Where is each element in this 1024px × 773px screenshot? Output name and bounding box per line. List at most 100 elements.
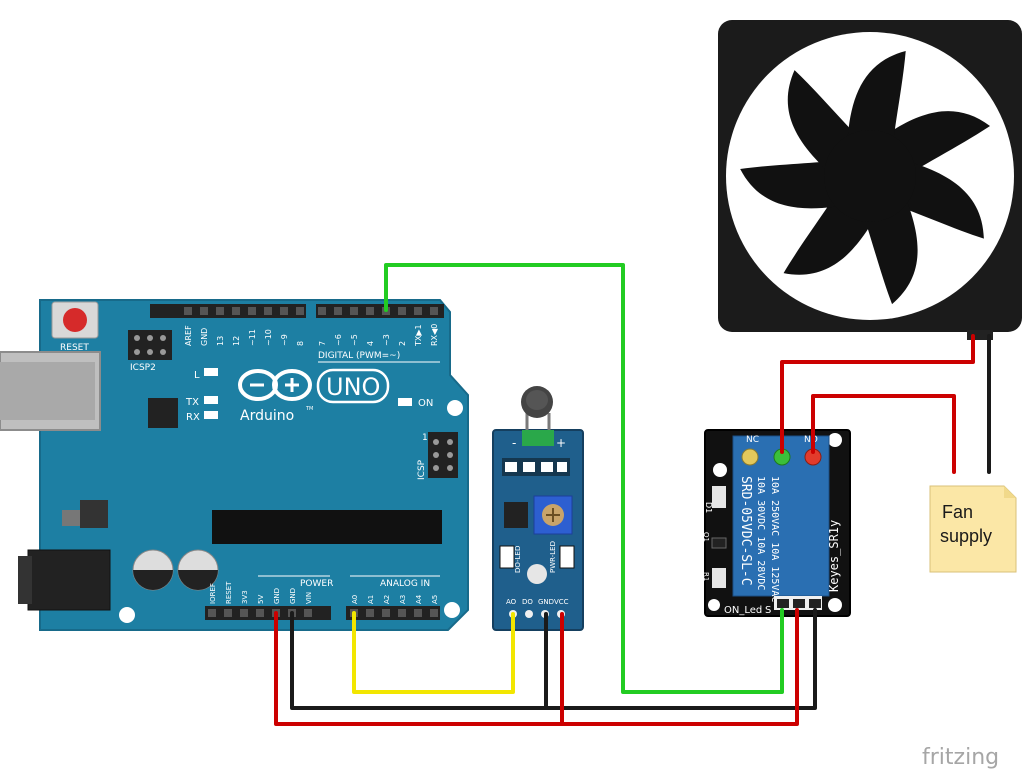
on-led xyxy=(398,398,412,406)
sensor-pin-label: VCC xyxy=(554,598,569,606)
digital-pin-label: ~9 xyxy=(280,334,289,346)
digital-label: DIGITAL (PWM=~) xyxy=(318,351,400,361)
wire-red-fan-to-relay-nc xyxy=(780,334,975,454)
relay-r1-label: R1 xyxy=(702,572,710,581)
relay-input-header xyxy=(774,596,822,610)
icsp-one-label: 1 xyxy=(422,433,428,443)
comparator-chip xyxy=(504,502,528,528)
digital-pin-hole[interactable] xyxy=(216,307,224,315)
uno-model-label: UNO xyxy=(326,373,380,401)
potentiometer-icon[interactable] xyxy=(533,495,573,535)
do-led-label: DO-LED xyxy=(514,546,522,573)
digital-pin-label: 13 xyxy=(216,336,225,346)
analog-pin-label: A5 xyxy=(431,595,439,604)
icsp-label: ICSP xyxy=(417,459,427,480)
sensor-probe-terminal xyxy=(522,430,554,446)
digital-pin-label: ~3 xyxy=(382,334,391,346)
power-pin-hole[interactable] xyxy=(208,609,216,617)
digital-pin-label: TX▶1 xyxy=(414,324,423,347)
digital-pin-label: 2 xyxy=(398,341,407,346)
power-header xyxy=(205,606,331,620)
analog-pin-label: A3 xyxy=(399,595,407,604)
reset-label: RESET xyxy=(60,343,89,353)
sensor-pin-label: GND xyxy=(538,598,554,606)
analog-pin-hole[interactable] xyxy=(430,609,438,617)
digital-pin-hole[interactable] xyxy=(248,307,256,315)
reset-button[interactable] xyxy=(51,301,99,339)
sensor-pin-label: AO xyxy=(506,598,517,606)
voltage-regulator xyxy=(62,500,108,528)
analog-label: ANALOG IN xyxy=(380,579,430,589)
fan-supply-line-2: supply xyxy=(940,526,992,546)
capacitor-2 xyxy=(177,549,219,591)
digital-pin-hole[interactable] xyxy=(350,307,358,315)
wire-black-gnd-relay xyxy=(544,608,817,710)
digital-pin-label: 12 xyxy=(232,336,241,346)
sensor-do-led xyxy=(499,545,515,569)
power-pin-hole[interactable] xyxy=(256,609,264,617)
tx-led xyxy=(204,396,218,404)
analog-pin-label: A2 xyxy=(383,595,391,604)
wires xyxy=(274,263,991,726)
relay-module: NC NO 10A 250VAC 10A 125VAC 10A 30VDC 10… xyxy=(702,429,851,617)
relay-resistor xyxy=(712,568,726,588)
relay-no-label: NO xyxy=(804,435,818,445)
digital-pin-hole[interactable] xyxy=(398,307,406,315)
l-led xyxy=(204,368,218,376)
digital-pin-hole[interactable] xyxy=(366,307,374,315)
analog-pin-hole[interactable] xyxy=(382,609,390,617)
relay-s-label: S xyxy=(765,605,771,616)
digital-pin-hole[interactable] xyxy=(296,307,304,315)
analog-pin-hole[interactable] xyxy=(398,609,406,617)
relay-spec-line-1: 10A 250VAC 10A 125VAC xyxy=(769,476,780,602)
analog-pin-hole[interactable] xyxy=(366,609,374,617)
digital-pin-hole[interactable] xyxy=(318,307,326,315)
uno-badge xyxy=(316,368,390,404)
rx-led xyxy=(204,411,218,419)
capacitor-1 xyxy=(132,549,174,591)
relay-brand-label: Keyes_SR1y xyxy=(827,520,841,592)
usb-connector-icon xyxy=(0,351,101,431)
sensor-pin-hole[interactable] xyxy=(525,610,533,618)
digital-pin-hole[interactable] xyxy=(200,307,208,315)
relay-spec-line-2: 10A 30VDC 10A 28VDC xyxy=(755,476,766,590)
thermistor-icon xyxy=(521,386,553,440)
sensor-pin-label: DO xyxy=(522,598,533,606)
icsp2-label: ICSP2 xyxy=(130,363,156,373)
dc-jack-icon xyxy=(18,549,111,611)
digital-pin-hole[interactable] xyxy=(414,307,422,315)
power-pin-label: GND xyxy=(273,588,281,604)
digital-pin-hole[interactable] xyxy=(280,307,288,315)
rx-label: RX xyxy=(186,412,200,423)
digital-pin-label: ~11 xyxy=(248,329,257,346)
pwr-led-label: PWR-LED xyxy=(549,541,557,573)
digital-pin-label: GND xyxy=(200,328,209,346)
arduino-brand-label: Arduino xyxy=(240,408,294,424)
digital-pin-label: 8 xyxy=(296,341,305,346)
relay-on-led-label: ON_Led xyxy=(724,605,762,616)
digital-pin-hole[interactable] xyxy=(264,307,272,315)
digital-pin-label: ~5 xyxy=(350,334,359,346)
relay-d1-label: D1 xyxy=(704,502,713,513)
digital-pin-hole[interactable] xyxy=(334,307,342,315)
analog-pin-label: A1 xyxy=(367,595,375,604)
analog-pin-hole[interactable] xyxy=(414,609,422,617)
sensor-plus-label: + xyxy=(556,436,566,450)
trademark-label: TM xyxy=(305,406,313,412)
power-pin-hole[interactable] xyxy=(304,609,312,617)
digital-pin-hole[interactable] xyxy=(430,307,438,315)
power-pin-hole[interactable] xyxy=(240,609,248,617)
sensor-mount-hole xyxy=(527,564,547,584)
sensor-minus-label: - xyxy=(512,436,516,450)
analog-header xyxy=(346,606,440,620)
fritzing-watermark: fritzing xyxy=(922,745,999,770)
digital-pin-hole[interactable] xyxy=(184,307,192,315)
digital-pin-hole[interactable] xyxy=(232,307,240,315)
power-pin-hole[interactable] xyxy=(224,609,232,617)
sensor-pwr-led xyxy=(559,545,575,569)
